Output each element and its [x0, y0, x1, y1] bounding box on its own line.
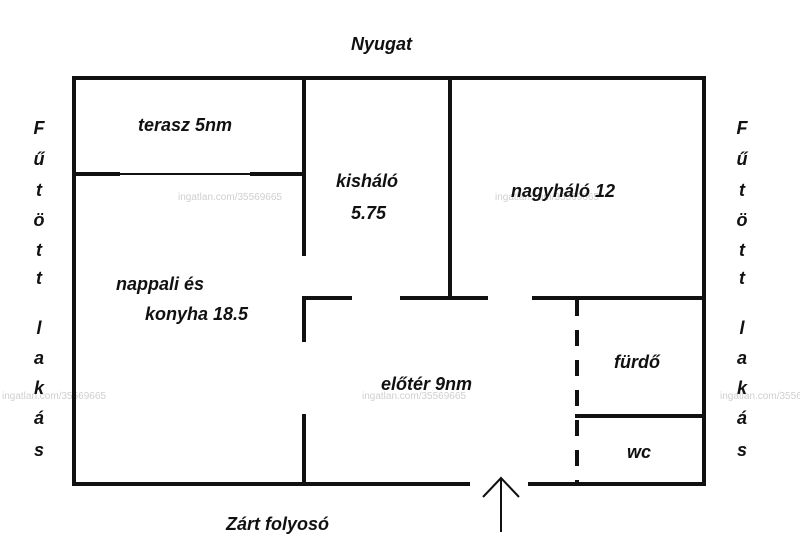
side-label-letter: á — [737, 408, 747, 428]
compass-label-north: Nyugat — [351, 34, 413, 54]
side-label-letter: ö — [737, 210, 748, 230]
side-label-letter: t — [36, 240, 43, 260]
side-label-letter: t — [36, 268, 43, 288]
room-label-bedroom: nagyháló 12 — [511, 181, 615, 201]
room-label-living: nappali és — [116, 274, 204, 294]
room-label-living-kitchen: konyha 18.5 — [145, 304, 249, 324]
side-label-letter: F — [34, 118, 46, 138]
side-label-letter: s — [34, 440, 44, 460]
compass-label-south: Zárt folyosó — [225, 514, 329, 534]
room-label-wc: wc — [627, 442, 651, 462]
side-label-letter: t — [739, 268, 746, 288]
side-label-letter: k — [34, 378, 45, 398]
side-label-letter: k — [737, 378, 748, 398]
watermark: ingatlan.com/35569665 — [495, 192, 599, 203]
side-label-letter: F — [737, 118, 749, 138]
watermark: ingatlan.com/35569665 — [178, 192, 282, 203]
side-label-letter: a — [737, 348, 747, 368]
side-label-letter: l — [739, 318, 745, 338]
room-label-hall: előtér 9nm — [381, 374, 472, 394]
side-label-letter: a — [34, 348, 44, 368]
watermark: ingatlan.com/35569665 — [362, 391, 466, 402]
side-label-letter: t — [36, 180, 43, 200]
side-label-letter: t — [739, 240, 746, 260]
entrance-arrow-icon — [482, 476, 520, 532]
side-label-letter: ű — [34, 149, 46, 169]
side-label-letter: l — [36, 318, 42, 338]
room-label-terrace: terasz 5nm — [138, 115, 232, 135]
side-label-letter: ö — [34, 210, 45, 230]
side-label-letter: t — [739, 180, 746, 200]
side-label-letter: ű — [737, 149, 749, 169]
room-label-small-bedroom: kisháló — [336, 171, 398, 191]
room-label-bathroom: fürdő — [614, 352, 661, 372]
side-label-letter: s — [737, 440, 747, 460]
watermark: ingatlan.com/35569665 — [2, 391, 106, 402]
watermark: ingatlan.com/35569665 — [720, 391, 800, 402]
side-label-letter: á — [34, 408, 44, 428]
room-label-small-bedroom-size: 5.75 — [351, 203, 387, 223]
